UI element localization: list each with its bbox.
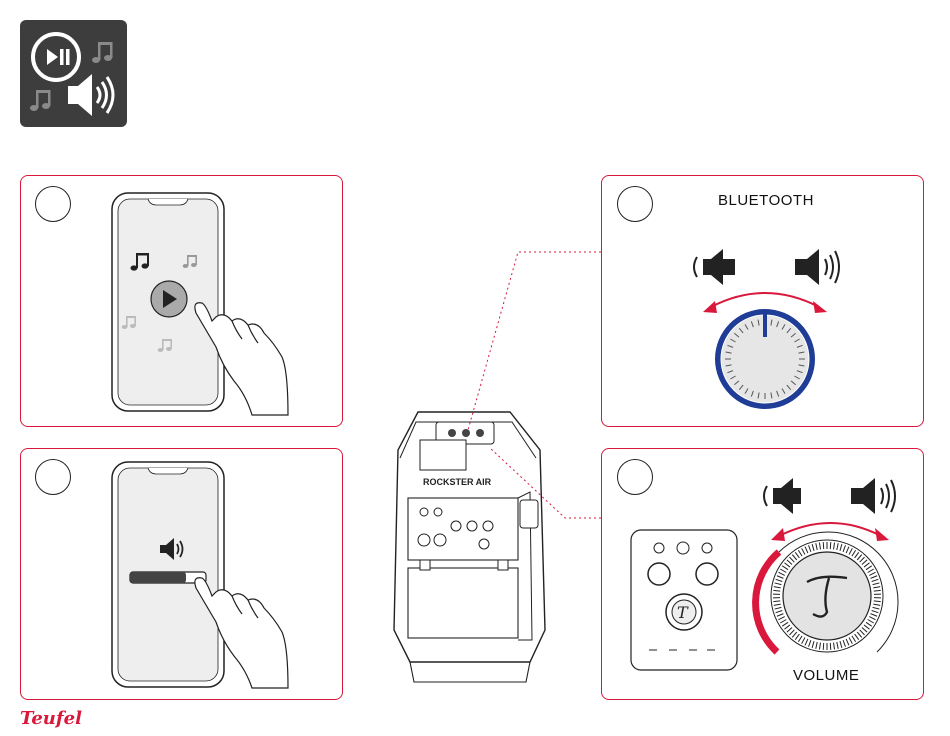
bluetooth-volume-knob <box>715 309 815 409</box>
speaker-quiet-icon <box>764 478 801 514</box>
speaker-loud-icon <box>795 249 839 285</box>
teufel-logo: Teufel <box>20 708 82 729</box>
speaker-quiet-icon <box>694 249 735 285</box>
bluetooth-knob-illustration <box>601 175 924 427</box>
control-panel: T <box>631 530 737 670</box>
speaker-loud-icon <box>851 478 895 514</box>
svg-text:T: T <box>677 603 689 622</box>
volume-knob-illustration: T <box>601 448 924 700</box>
volume-knob <box>756 532 898 652</box>
